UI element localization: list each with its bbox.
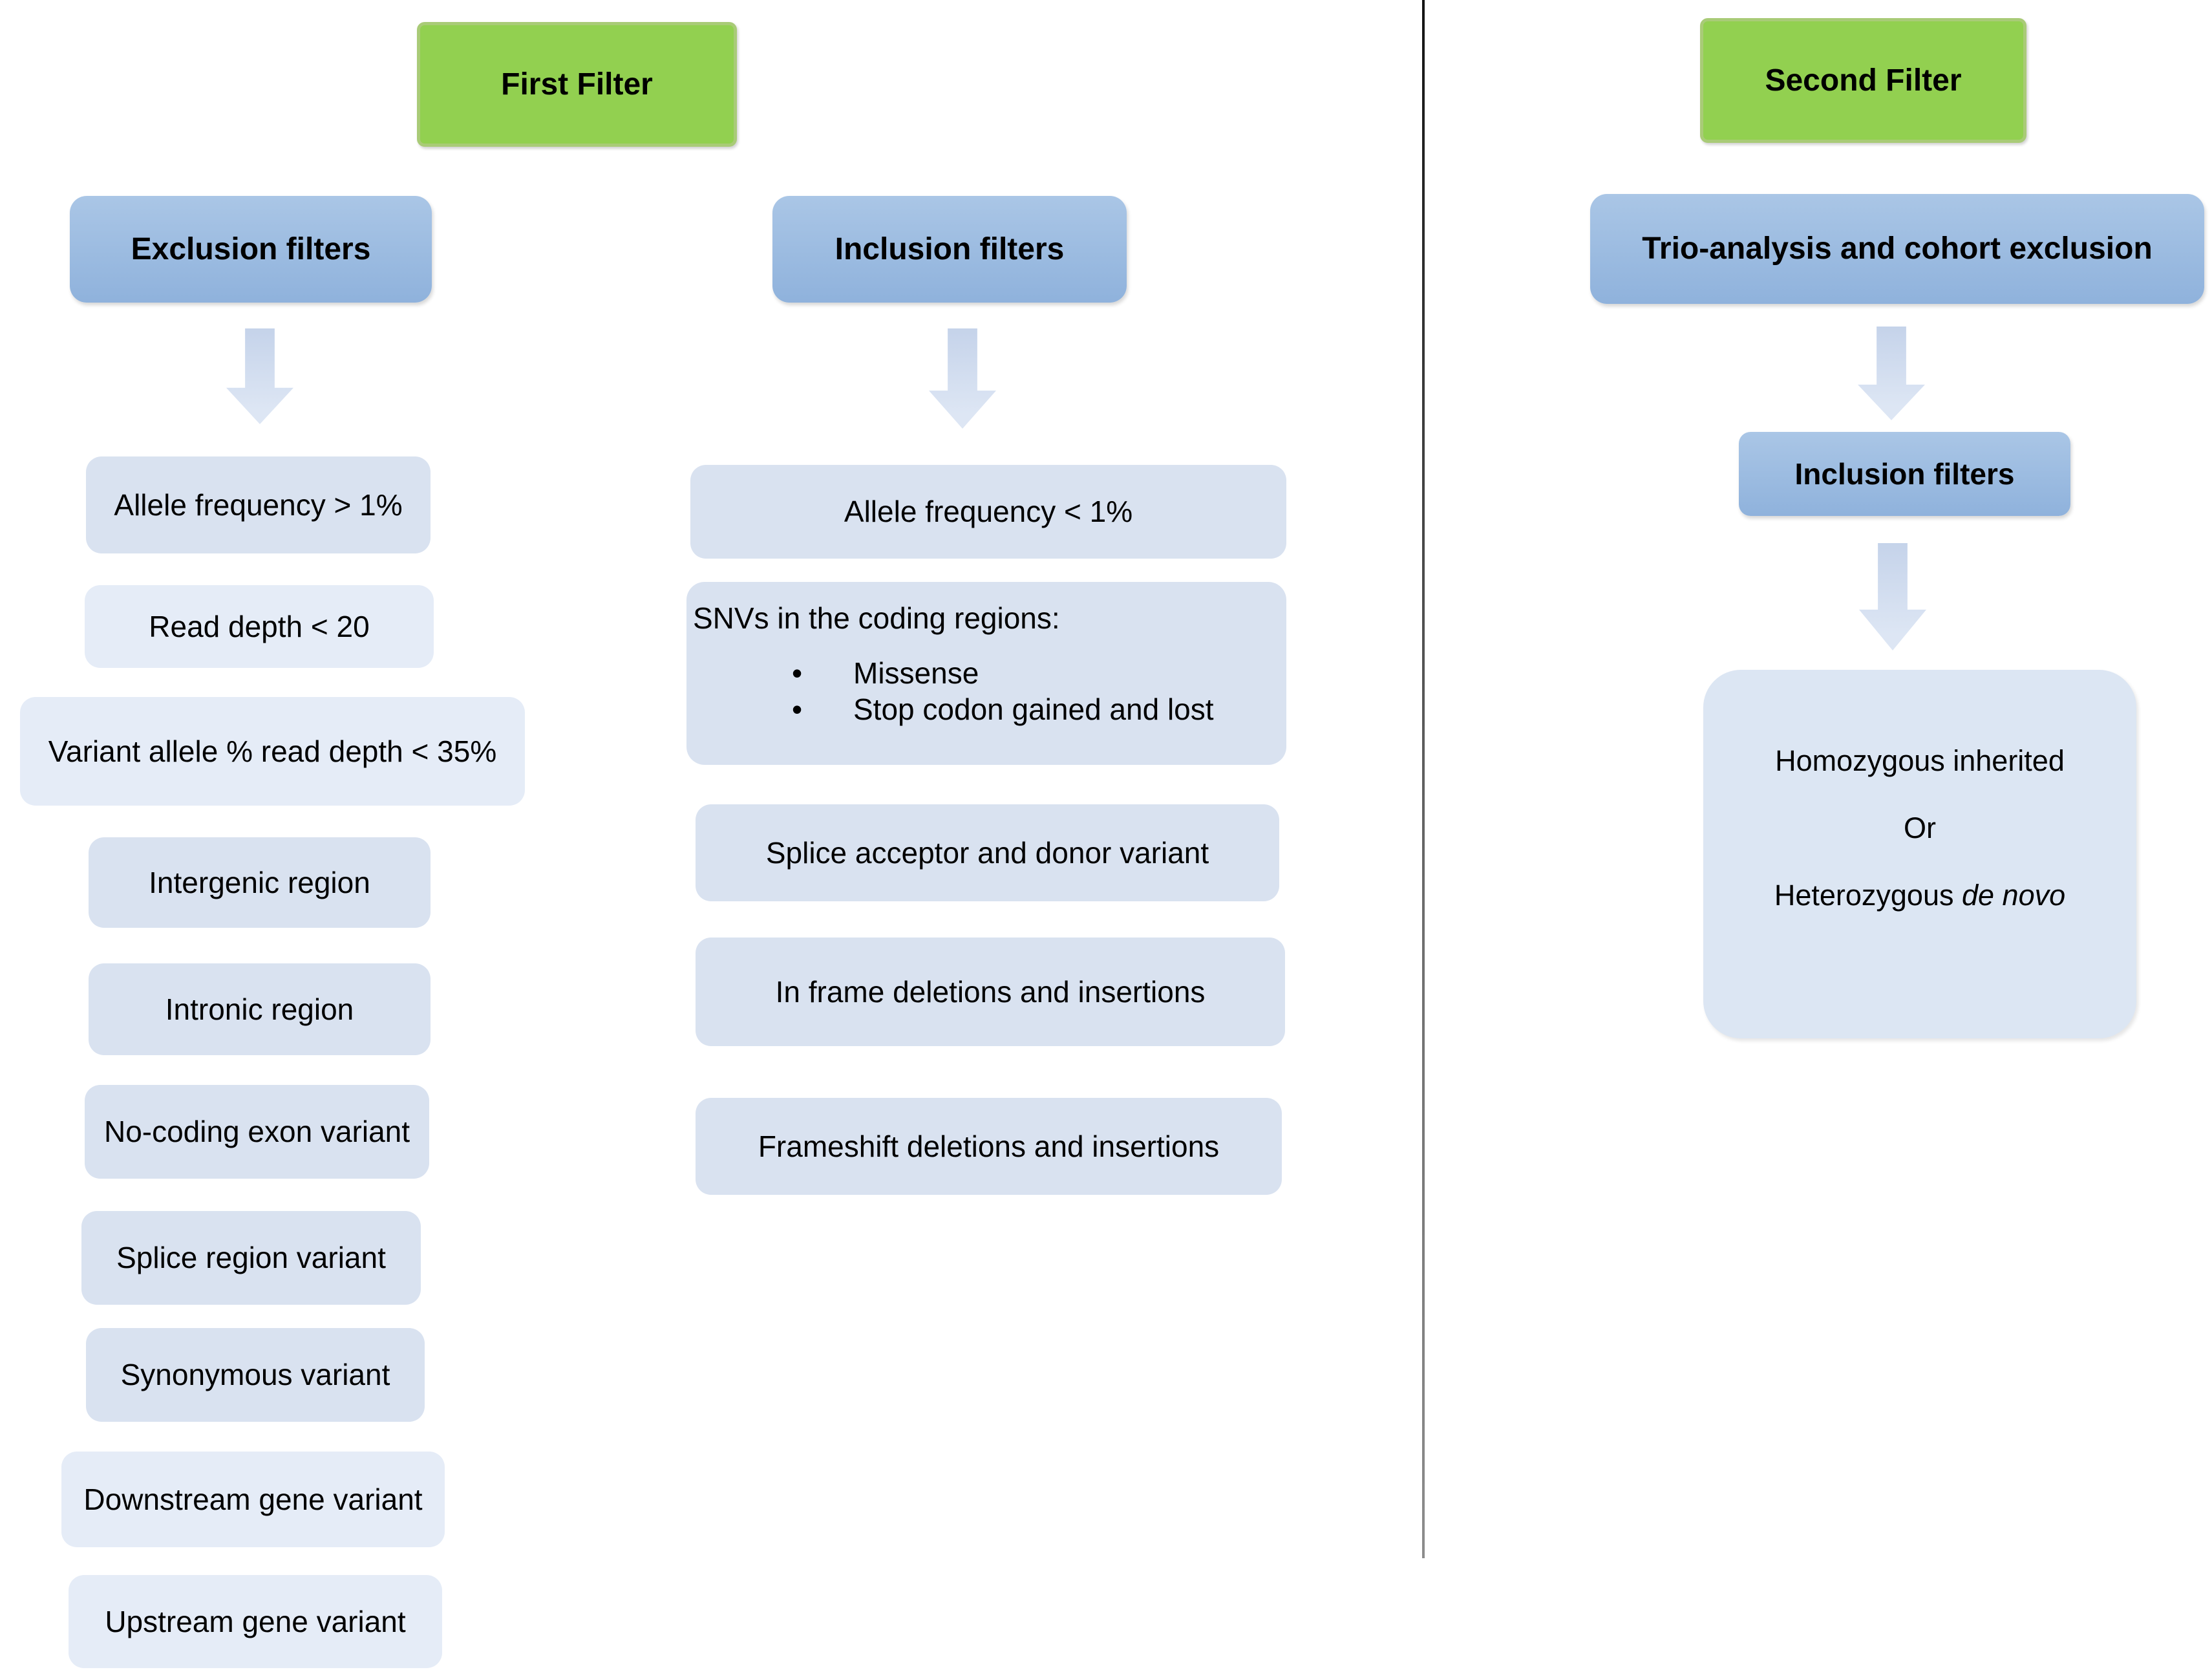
snv-bullet-item: Missense	[693, 655, 1214, 691]
second-filter-title: Second Filter	[1700, 18, 2026, 143]
inclusion-item: Allele frequency < 1%	[690, 465, 1286, 559]
exclusion-item: Splice region variant	[81, 1211, 421, 1305]
exclusion-item: Upstream gene variant	[69, 1575, 442, 1668]
inclusion-item: Splice acceptor and donor variant	[696, 804, 1279, 901]
exclusion-item: Allele frequency > 1%	[86, 456, 431, 553]
exclusion-item: No-coding exon variant	[85, 1085, 429, 1179]
exclusion-item: Variant allele % read depth < 35%	[20, 697, 525, 806]
down-arrow-icon	[1859, 543, 1926, 650]
inclusion-filters-header: Inclusion filters	[772, 196, 1127, 303]
inclusion-item: In frame deletions and insertions	[696, 938, 1285, 1046]
first-filter-title: First Filter	[417, 22, 737, 147]
down-arrow-icon	[929, 328, 996, 429]
snv-bullet-item: Stop codon gained and lost	[693, 691, 1214, 727]
exclusion-item: Intronic region	[89, 963, 431, 1055]
result-line: Heterozygous de novo	[1774, 878, 2066, 912]
inclusion-item: Frameshift deletions and insertions	[696, 1098, 1282, 1195]
de-novo-italic: de novo	[1962, 878, 2066, 912]
result-line: Or	[1904, 811, 1936, 845]
exclusion-item: Synonymous variant	[86, 1328, 425, 1422]
down-arrow-icon	[1858, 327, 1925, 420]
snv-intro: SNVs in the coding regions:	[693, 601, 1060, 635]
zygosity-result-box: Homozygous inherited Or Heterozygous de …	[1703, 670, 2136, 1038]
exclusion-item: Intergenic region	[89, 837, 431, 928]
inclusion-item-snv-box: SNVs in the coding regions: Missense Sto…	[686, 582, 1286, 765]
snv-bullet-list: Missense Stop codon gained and lost	[693, 655, 1214, 727]
down-arrow-icon	[226, 328, 293, 424]
section-divider-line	[1422, 0, 1425, 1558]
trio-analysis-header: Trio-analysis and cohort exclusion	[1590, 194, 2204, 304]
second-inclusion-filters-header: Inclusion filters	[1739, 432, 2070, 516]
result-line: Homozygous inherited	[1775, 744, 2065, 778]
exclusion-item: Read depth < 20	[85, 585, 434, 668]
exclusion-item: Downstream gene variant	[61, 1452, 445, 1547]
exclusion-filters-header: Exclusion filters	[70, 196, 432, 303]
